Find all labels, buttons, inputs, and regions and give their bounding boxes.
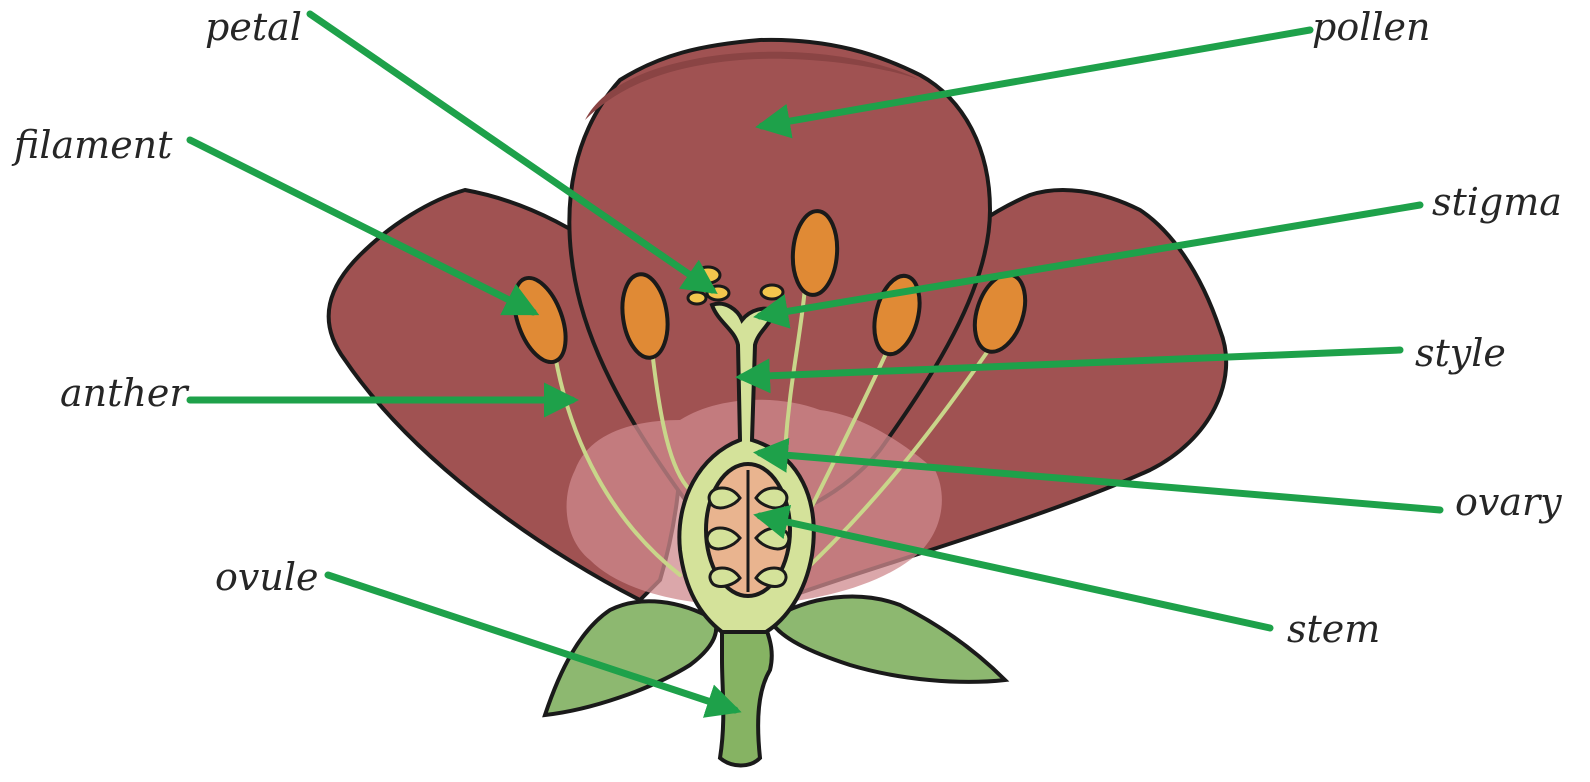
label-style: style — [1415, 334, 1506, 372]
label-petal: petal — [205, 8, 302, 46]
ovules — [707, 470, 789, 592]
label-ovule: ovule — [215, 558, 318, 596]
label-stigma: stigma — [1432, 183, 1562, 221]
label-pollen: pollen — [1312, 8, 1430, 46]
label-ovary: ovary — [1455, 483, 1562, 521]
label-filament: filament — [14, 126, 172, 164]
leaf-right — [770, 597, 1005, 682]
stem — [720, 628, 772, 766]
label-anther: anther — [60, 374, 188, 412]
label-stem: stem — [1287, 610, 1380, 648]
